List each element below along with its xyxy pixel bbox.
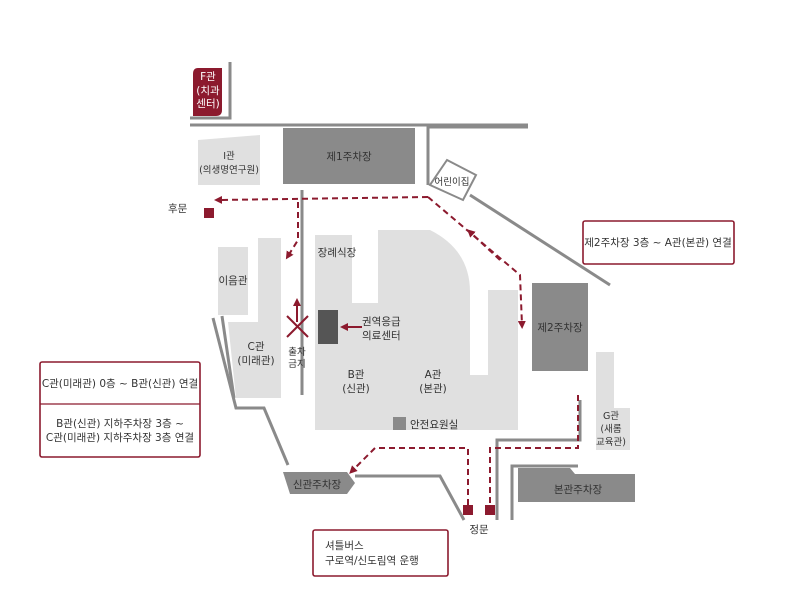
road-west-inner (220, 315, 236, 399)
route-diagonal (427, 196, 526, 329)
note-shuttle: 셔틀버스 구로역/신도림역 운행 (312, 529, 449, 577)
note-c-to-b-text: C관(미래관) 0층 ~ B관(신관) 연결 (42, 378, 198, 390)
emergency-center[interactable]: 권역응급 의료센터 (318, 310, 401, 344)
g-building-label-2: (새롬 (600, 424, 621, 435)
note-b-to-c-text-1: B관(신관) 지하주차장 3층 ~ (56, 417, 184, 430)
childcare[interactable]: 어린이집 (428, 158, 478, 202)
g-building-label-1: G관 (603, 411, 619, 422)
parking2[interactable]: 제2주차장 (532, 283, 588, 371)
childcare-label: 어린이집 (435, 176, 470, 188)
note-parking2-to-a-text: 제2주차장 3층 ~ A관(본관) 연결 (584, 237, 732, 249)
emergency-label-1: 권역응급 (362, 316, 401, 328)
i-building-label-1: I관 (223, 151, 235, 162)
roads (190, 62, 611, 521)
c-building-label-2: (미래관) (237, 355, 274, 367)
new-parking-label: 신관주차장 (293, 479, 342, 491)
new-building-parking[interactable]: 신관주차장 (283, 472, 355, 494)
f-building-label-1: F관 (200, 71, 216, 83)
road-diagonal (469, 193, 611, 287)
gate-marker-icon (463, 505, 473, 515)
a-building-label-2: (본관) (419, 383, 447, 395)
no-exit-label-2: 금지 (288, 359, 305, 370)
road-south-east (510, 464, 578, 520)
route-to-c (285, 202, 299, 260)
back-gate-label: 후문 (168, 203, 188, 215)
parking1[interactable]: 제1주차장 (283, 128, 415, 184)
main-parking-label: 본관주차장 (554, 484, 603, 496)
gate-marker-icon (204, 208, 214, 218)
safety-room[interactable]: 안전요원실 (393, 417, 458, 431)
i-building-label-2: (의생명연구원) (199, 165, 259, 176)
g-building-label-3: 교육관) (596, 437, 626, 448)
yieum-building[interactable]: 이음관 (218, 247, 248, 315)
route-to-childcare (467, 229, 501, 261)
no-exit-label-1: 출차 (288, 346, 306, 358)
road-west (211, 317, 290, 466)
main-hospital-complex[interactable] (315, 230, 518, 430)
gate-marker-icon (485, 505, 495, 515)
safety-room-label: 안전요원실 (410, 419, 458, 431)
parking2-label: 제2주차장 (537, 322, 583, 334)
road-south-left (355, 474, 466, 521)
parking1-label: 제1주차장 (326, 151, 372, 163)
f-building-label-2: (치과 (196, 85, 220, 97)
note-parking2-to-a: 제2주차장 3층 ~ A관(본관) 연결 (582, 220, 735, 265)
routes (214, 195, 579, 505)
back-gate[interactable]: 후문 (168, 203, 214, 218)
main-gate[interactable]: 정문 (463, 505, 495, 536)
no-entry-icon (286, 315, 309, 338)
road-south-right (495, 400, 582, 520)
c-building[interactable]: C관 (미래관) (228, 238, 281, 398)
main-building-parking[interactable]: 본관주차장 (518, 468, 635, 502)
f-building-label-3: 센터) (196, 98, 219, 110)
note-b-to-c-text-2: C관(미래관) 지하주차장 3층 연결 (46, 431, 194, 444)
route-back-gate (214, 195, 429, 204)
b-building-label-2: (신관) (342, 383, 370, 395)
main-gate-label: 정문 (469, 524, 489, 536)
road-north-upper (190, 62, 232, 120)
i-building[interactable]: I관 (의생명연구원) (198, 135, 260, 185)
b-building-label-1: B관 (348, 369, 365, 381)
note-shuttle-text-2: 구로역/신도림역 운행 (325, 555, 419, 567)
f-building[interactable]: F관 (치과 센터) (193, 68, 222, 116)
note-c-b-connections: C관(미래관) 0층 ~ B관(신관) 연결 B관(신관) 지하주차장 3층 ~… (39, 361, 201, 458)
yieum-label: 이음관 (219, 275, 248, 287)
funeral-label: 장례식장 (318, 247, 357, 259)
a-building-label-1: A관 (425, 369, 442, 381)
note-shuttle-text-1: 셔틀버스 (325, 540, 364, 552)
c-building-label-1: C관 (248, 341, 265, 353)
road-north-east (426, 125, 528, 185)
route-main-gate (349, 447, 469, 505)
g-building[interactable]: G관 (새롬 교육관) (596, 352, 630, 450)
emergency-label-2: 의료센터 (362, 330, 401, 342)
